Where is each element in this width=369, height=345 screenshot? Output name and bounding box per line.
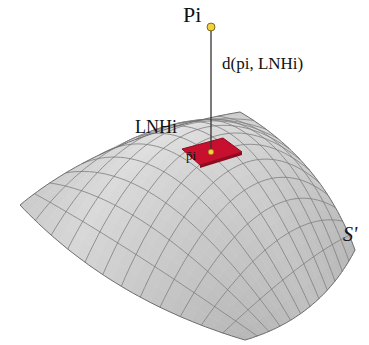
surface-cell xyxy=(349,243,355,256)
point-marker xyxy=(207,23,215,31)
projected-point xyxy=(208,149,214,155)
grid-line xyxy=(176,120,335,282)
tangent-plane xyxy=(182,138,242,165)
grid-line xyxy=(156,121,328,290)
grid-line xyxy=(35,194,258,336)
grid-line xyxy=(160,177,328,307)
grid-line xyxy=(35,119,253,221)
grid-line xyxy=(140,159,319,297)
grid-line xyxy=(103,133,300,275)
surface-cell xyxy=(180,150,196,162)
surface-outline xyxy=(20,112,355,340)
grid-line xyxy=(118,133,311,306)
plane-label: LNHi xyxy=(135,118,177,136)
grid-line xyxy=(223,235,349,333)
surface-grid xyxy=(35,116,350,336)
distance-line xyxy=(210,30,211,152)
tangent-plane-edge xyxy=(200,152,242,168)
curved-surface xyxy=(20,112,355,340)
point-label: Pi xyxy=(183,4,201,26)
grid-line xyxy=(68,121,278,249)
grid-line xyxy=(82,157,290,320)
grid-line xyxy=(201,220,342,325)
grid-line xyxy=(121,144,309,286)
surface-label: S' xyxy=(343,224,357,244)
projected-point-label: p̄i xyxy=(186,149,196,162)
distance-label: d(pi, LNHi) xyxy=(222,55,303,72)
grid-line xyxy=(85,125,289,262)
grid-line xyxy=(218,116,349,261)
